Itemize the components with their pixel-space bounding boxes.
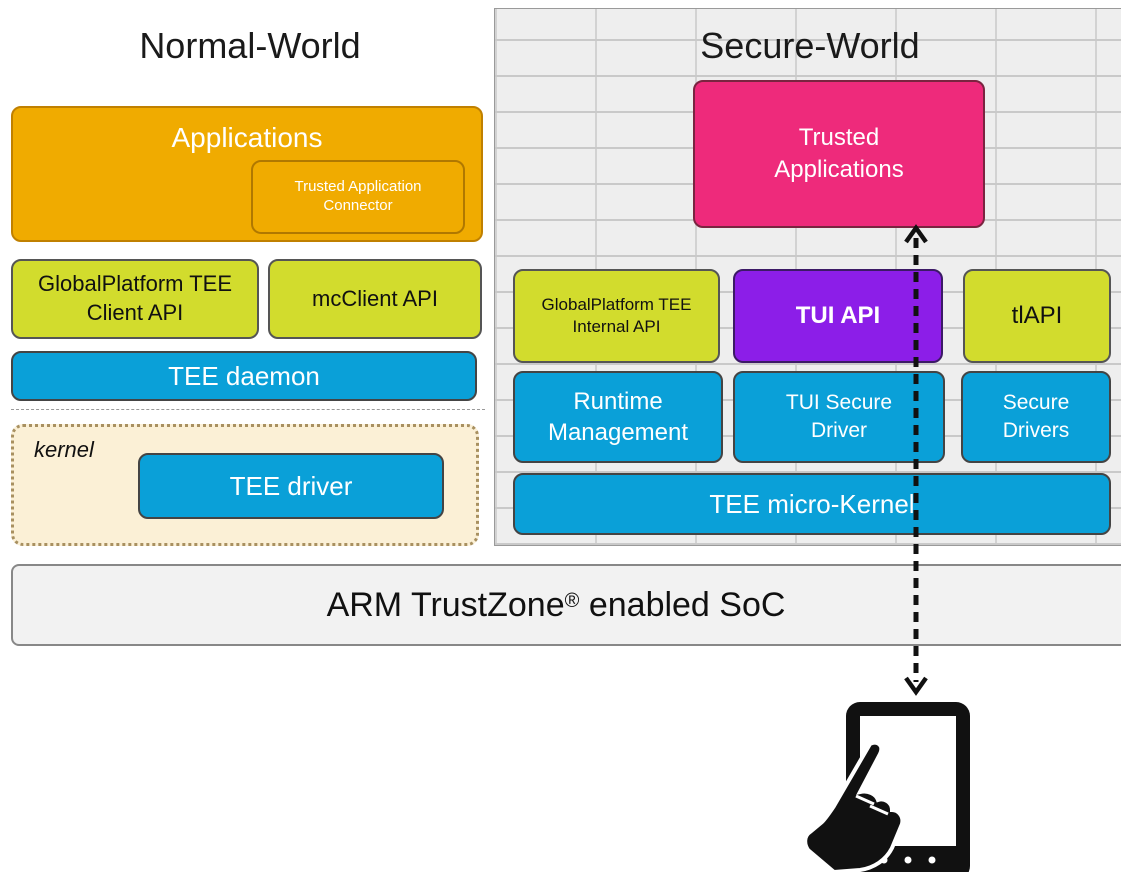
tee-daemon-box: TEE daemon bbox=[11, 351, 477, 401]
secure-world-title: Secure-World bbox=[700, 25, 920, 66]
soc-label-end: enabled SoC bbox=[579, 585, 786, 624]
pointing-hand-icon bbox=[803, 740, 905, 872]
normal-world-title: Normal-World bbox=[139, 25, 361, 66]
kernel-region: kernel TEE driver bbox=[11, 424, 479, 546]
soc-label: ARM TrustZone bbox=[326, 585, 565, 624]
tui-api-box: TUI API bbox=[733, 269, 943, 363]
tee-micro-kernel-box: TEE micro-Kernel bbox=[513, 473, 1111, 535]
gp-client-api-box: GlobalPlatform TEE Client API bbox=[11, 259, 259, 339]
applications-box: Applications Trusted Application Connect… bbox=[11, 106, 483, 242]
tee-driver-box: TEE driver bbox=[138, 453, 444, 519]
secure-drivers-box: Secure Drivers bbox=[961, 371, 1111, 463]
kernel-label: kernel bbox=[34, 437, 94, 462]
user-kernel-separator bbox=[11, 409, 485, 410]
tlapi-box: tlAPI bbox=[963, 269, 1111, 363]
arm-trustzone-soc-bar: ARM TrustZone® enabled SoC bbox=[11, 564, 1121, 646]
tui-secure-driver-box: TUI Secure Driver bbox=[733, 371, 945, 463]
applications-label: Applications bbox=[171, 122, 323, 153]
registered-mark: ® bbox=[564, 589, 580, 612]
double-arrow-icon bbox=[904, 224, 928, 696]
gp-internal-api-box: GlobalPlatform TEE Internal API bbox=[513, 269, 720, 363]
mcclient-api-box: mcClient API bbox=[268, 259, 482, 339]
trusted-application-connector: Trusted Application Connector bbox=[251, 160, 465, 234]
trusted-applications-box: Trusted Applications bbox=[693, 80, 985, 228]
runtime-management-box: Runtime Management bbox=[513, 371, 723, 463]
